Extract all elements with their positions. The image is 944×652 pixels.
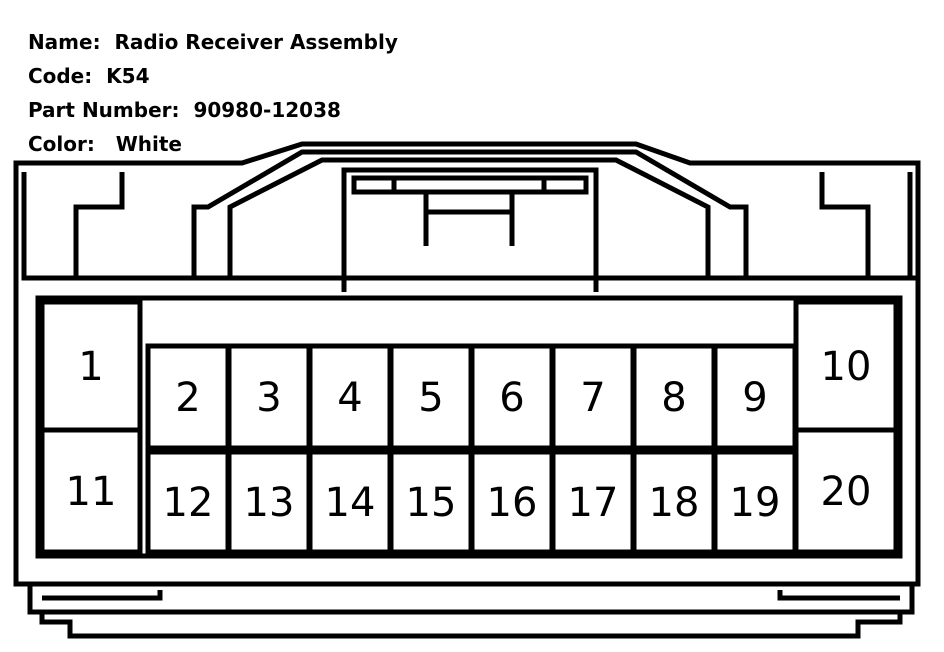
pin-cell-5 — [388, 343, 474, 451]
connector-body — [13, 141, 921, 639]
latch-tab — [423, 192, 515, 246]
color-value: White — [115, 132, 182, 156]
pin-label-10: 10 — [821, 344, 872, 390]
bottom-rail — [27, 584, 915, 615]
part-number-line: Part Number: 90980-12038 — [14, 74, 341, 122]
pin-label-4: 4 — [337, 375, 362, 421]
pin-label-14: 14 — [325, 480, 376, 526]
pin-label-6: 6 — [499, 375, 524, 421]
pin-cell-3 — [226, 343, 312, 451]
latch-center-box — [341, 167, 599, 292]
pin-label-20: 20 — [821, 469, 872, 515]
pin-cell-7 — [550, 343, 636, 451]
pin-label-3: 3 — [256, 375, 281, 421]
pin-cell-11 — [39, 427, 143, 555]
pin-cell-13 — [226, 449, 312, 555]
pin-cell-17 — [550, 449, 636, 555]
left-foot — [42, 590, 163, 601]
name-line: Name: Radio Receiver Assembly — [14, 6, 398, 54]
pin-label-18: 18 — [649, 480, 700, 526]
latch-left-wall — [191, 149, 749, 278]
left-notch — [73, 172, 125, 278]
inner-top-line — [21, 172, 918, 281]
pin-label-7: 7 — [580, 375, 605, 421]
pin-label-16: 16 — [487, 480, 538, 526]
pin-label-8: 8 — [661, 375, 686, 421]
code-value: K54 — [106, 64, 150, 88]
right-foot — [777, 590, 900, 601]
pin-label-1: 1 — [78, 344, 103, 390]
bottom-lip — [39, 612, 903, 639]
pin-cell-4 — [307, 343, 393, 451]
housing-outline — [13, 141, 921, 587]
latch-bar — [351, 175, 589, 195]
pin-label-19: 19 — [730, 480, 781, 526]
color-line: Color: White — [14, 108, 182, 156]
pin-cell-19 — [712, 449, 798, 555]
name-value: Radio Receiver Assembly — [114, 30, 398, 54]
color-label: Color: — [27, 132, 95, 156]
pin-label-13: 13 — [244, 480, 295, 526]
pin-label-11: 11 — [66, 469, 117, 515]
part-number-value: 90980-12038 — [193, 98, 341, 122]
pin-cell-2 — [145, 343, 231, 451]
pin-label-12: 12 — [163, 480, 214, 526]
pin-label-9: 9 — [742, 375, 767, 421]
name-label: Name: — [27, 30, 101, 54]
pin-label-17: 17 — [568, 480, 619, 526]
right-notch — [819, 172, 871, 278]
code-line: Code: K54 — [14, 40, 150, 88]
part-number-label: Part Number: — [27, 98, 180, 122]
latch-inner-left — [227, 157, 711, 278]
pin-cell-9 — [712, 343, 798, 451]
pin-label-5: 5 — [418, 375, 443, 421]
pin-cell-6 — [469, 343, 555, 451]
pin-label-15: 15 — [406, 480, 457, 526]
pin-field-frame — [35, 295, 903, 559]
code-label: Code: — [27, 64, 93, 88]
pin-label-2: 2 — [175, 375, 200, 421]
